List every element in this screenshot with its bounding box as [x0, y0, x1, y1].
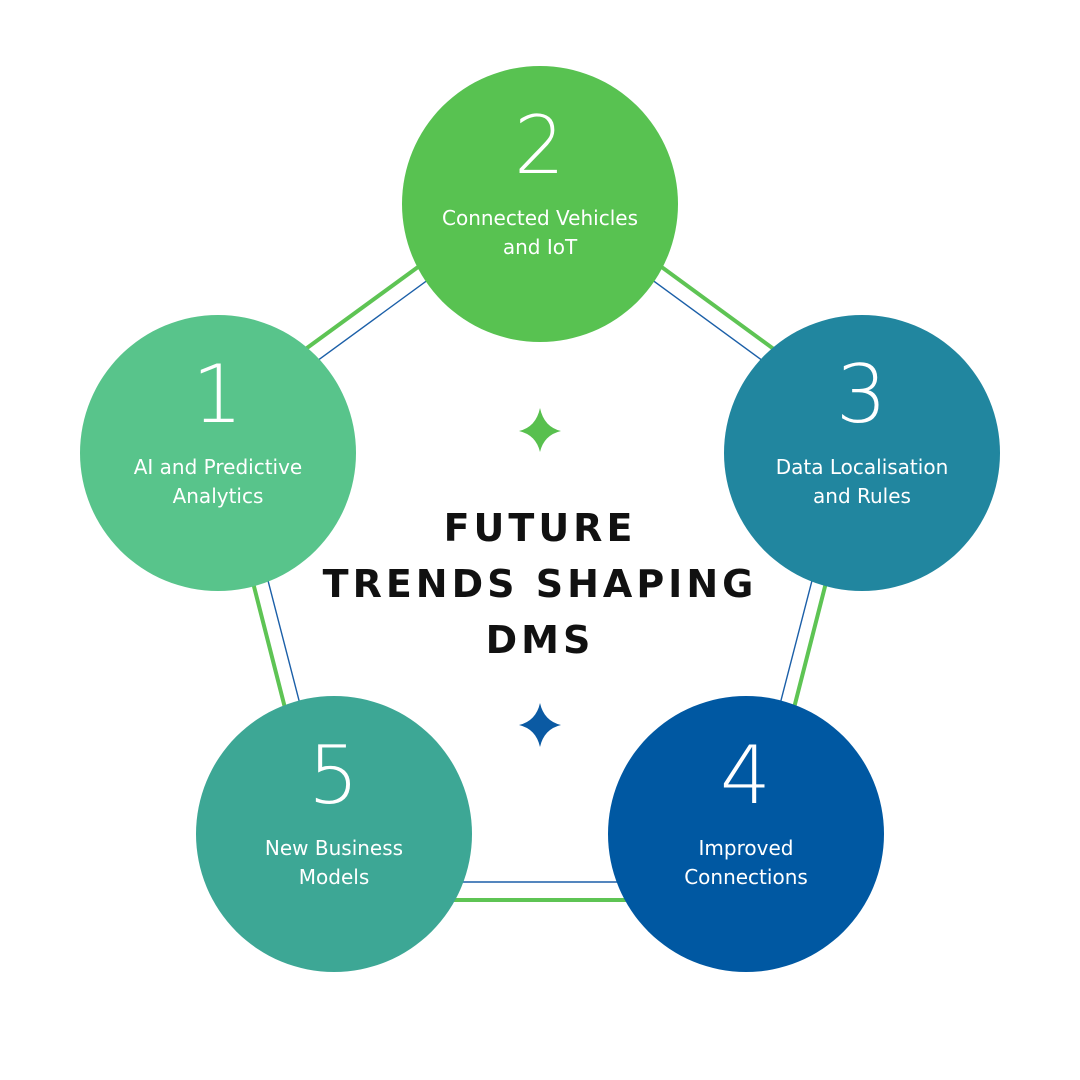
- node-number: 2: [514, 99, 566, 192]
- title-line-1: FUTURE: [443, 506, 637, 550]
- node-label: AI and Predictive Analytics: [133, 455, 303, 508]
- title-line-2: TRENDS SHAPING: [322, 562, 758, 606]
- title-line-3: DMS: [485, 618, 595, 662]
- node-ai-predictive-analytics: 1 AI and Predictive Analytics: [80, 315, 356, 591]
- node-new-business-models: 5 New Business Models: [196, 696, 472, 972]
- blue-star-icon: [519, 703, 561, 747]
- node-improved-connections: 4 Improved Connections: [608, 696, 884, 972]
- green-star-icon: [519, 408, 561, 452]
- node-data-localisation-rules: 3 Data Localisation and Rules: [724, 315, 1000, 591]
- node-label: Improved Connections: [684, 836, 808, 889]
- node-number: 5: [308, 729, 360, 822]
- node-number: 3: [836, 348, 888, 441]
- node-connected-vehicles-iot: 2 Connected Vehicles and IoT: [402, 66, 678, 342]
- node-number: 1: [192, 348, 244, 441]
- node-label: Data Localisation and Rules: [775, 455, 949, 508]
- node-label: Connected Vehicles and IoT: [442, 206, 638, 259]
- node-number: 4: [720, 729, 772, 822]
- center-title: FUTURE TRENDS SHAPING DMS: [300, 500, 780, 668]
- node-label: New Business Models: [264, 836, 404, 889]
